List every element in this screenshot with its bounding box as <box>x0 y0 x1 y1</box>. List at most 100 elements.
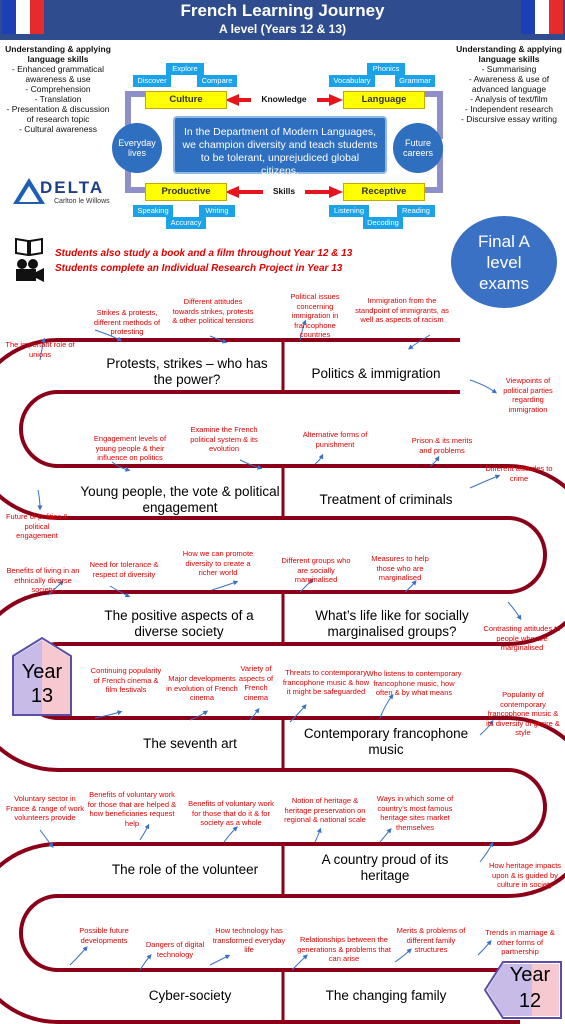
box-language: Language <box>343 91 425 109</box>
note: Threats to contemporary francophone musi… <box>282 668 370 696</box>
film-camera-icon <box>16 259 44 282</box>
year12-label: Year 12 <box>509 964 551 1012</box>
note: Alternative forms of punishment <box>302 430 368 449</box>
label-phonics: Phonics <box>367 63 405 75</box>
french-flag-icon <box>2 0 44 34</box>
topic-francophone-music: Contemporary francophone music <box>303 726 469 757</box>
note: Immigration from the standpoint of immig… <box>355 296 449 324</box>
left-skill-item: - Cultural awareness <box>19 124 97 134</box>
book-icon <box>15 237 43 256</box>
note: Voluntary sector in France & range of wo… <box>6 794 84 822</box>
label-decoding: Decoding <box>363 217 403 229</box>
circle-everyday-lives: Everyday lives <box>112 123 162 173</box>
note: Relationships between the generations & … <box>297 935 391 963</box>
topic-marginalised-groups: What’s life like for socially marginalis… <box>315 608 469 639</box>
department-statement: In the Department of Modern Languages, w… <box>173 116 387 177</box>
year13-label: Year 13 <box>21 661 63 707</box>
box-receptive: Receptive <box>343 183 425 201</box>
note: Who listens to contemporary francophone … <box>366 669 462 697</box>
right-skill-item: - Summarising <box>481 64 537 74</box>
label-grammar: Grammar <box>395 75 435 87</box>
right-skill-item: - Independent research <box>465 104 553 114</box>
topic-volunteer: The role of the volunteer <box>111 862 259 877</box>
label-writing: Writing <box>199 205 235 217</box>
note: Different attitudes to crime <box>485 464 553 483</box>
circle-future-careers: Future careers <box>393 123 443 173</box>
note: Continuing popularity of French cinema &… <box>90 666 162 694</box>
right-skill-item: - Awareness & use of advanced language <box>468 74 550 94</box>
logo-subtitle: Carlton le Willows <box>54 198 110 205</box>
note: Future of politics & political engagemen… <box>5 512 69 540</box>
label-reading: Reading <box>397 205 435 217</box>
note: Merits & problems of different family st… <box>396 926 466 954</box>
note: Engagement levels of young people & thei… <box>93 434 167 462</box>
note: Political issues concerning immigration … <box>290 292 340 339</box>
note: Possible future developments <box>79 926 129 945</box>
note: Strikes & protests, different methods of… <box>93 308 161 336</box>
intro-note-research: Students complete an Individual Research… <box>55 263 343 274</box>
left-skill-item: - Comprehension <box>25 84 91 94</box>
note: Dangers of digital technology <box>145 940 205 959</box>
right-skill-item: - Discursive essay writing <box>461 114 557 124</box>
left-skill-item: - Presentation & discussion of research … <box>6 104 110 124</box>
note: Measures to help those who are marginali… <box>371 554 429 582</box>
note: Variety of aspects of French cinema <box>238 664 274 702</box>
topic-young-people: Young people, the vote & political engag… <box>80 484 280 515</box>
label-skills: Skills <box>263 186 305 196</box>
page-title: French Learning Journey <box>180 1 385 20</box>
note: Ways in which some of country’s most fam… <box>376 794 454 832</box>
note: How technology has transformed everyday … <box>212 926 286 954</box>
note: Different groups who are socially margin… <box>281 556 351 584</box>
note: Benefits of living in an ethnically dive… <box>6 566 80 594</box>
final-exams-circle: Final A level exams <box>451 216 557 308</box>
note: Major developments in evolution of Frenc… <box>166 674 238 702</box>
label-discover: Discover <box>133 75 171 87</box>
label-knowledge: Knowledge <box>251 94 317 104</box>
delta-logo: DELTA Carlton le Willows <box>12 176 124 210</box>
label-speaking: Speaking <box>133 205 173 217</box>
topic-cyber-society: Cyber-society <box>148 988 232 1003</box>
label-listening: Listening <box>329 205 369 217</box>
french-flag-icon <box>521 0 563 34</box>
logo-name: DELTA <box>40 178 105 197</box>
topic-protests: Protests, strikes – who has the power? <box>106 356 268 387</box>
right-skills-panel: Understanding & applying language skills… <box>455 44 563 124</box>
department-diagram: Explore Discover Compare Phonics Vocabul… <box>112 55 453 229</box>
note: Viewpoints of political parties regardin… <box>503 376 553 414</box>
label-explore: Explore <box>166 63 204 75</box>
left-skill-item: - Translation <box>34 94 82 104</box>
topic-criminals: Treatment of criminals <box>319 492 453 507</box>
note: Contrasting attitudes to people who are … <box>483 624 561 652</box>
topic-seventh-art: The seventh art <box>143 736 237 751</box>
topic-politics-immigration: Politics & immigration <box>311 366 441 381</box>
left-skills-heading: Understanding & applying language skills <box>5 44 111 64</box>
label-accuracy: Accuracy <box>166 217 206 229</box>
page-subtitle: A level (Years 12 & 13) <box>219 22 346 36</box>
note: Different attitudes towards strikes, pro… <box>172 297 254 325</box>
note: Notion of heritage & heritage preservati… <box>284 796 366 824</box>
topic-diverse-society: The positive aspects of a diverse societ… <box>104 608 254 639</box>
note: How heritage impacts upon & is guided by… <box>488 861 562 889</box>
intro-note-book-film: Students also study a book and a film th… <box>55 248 353 259</box>
header-bar: French Learning Journey A level (Years 1… <box>0 0 565 40</box>
note: Examine the French political system & it… <box>190 425 258 453</box>
delta-logo-icon <box>13 178 45 204</box>
note: How we can promote diversity to create a… <box>182 549 254 577</box>
year13-marker <box>12 636 72 716</box>
box-culture: Culture <box>145 91 227 109</box>
label-vocabulary: Vocabulary <box>329 75 375 87</box>
note: Benefits of voluntary work for those tha… <box>87 790 177 828</box>
right-skill-item: - Analysis of text/film <box>470 94 548 104</box>
year12-marker <box>483 961 562 1019</box>
note: Benefits of voluntary work for those tha… <box>188 799 274 827</box>
note: Trends in marriage & other forms of part… <box>485 928 555 956</box>
right-skills-heading: Understanding & applying language skills <box>456 44 562 64</box>
left-skill-item: - Enhanced grammatical awareness & use <box>11 64 105 84</box>
topic-changing-family: The changing family <box>325 988 447 1003</box>
label-compare: Compare <box>197 75 237 87</box>
topic-heritage: A country proud of its heritage <box>321 852 449 883</box>
note: The important role of unions <box>5 340 75 359</box>
left-skills-panel: Understanding & applying language skills… <box>2 44 114 134</box>
box-productive: Productive <box>145 183 227 201</box>
